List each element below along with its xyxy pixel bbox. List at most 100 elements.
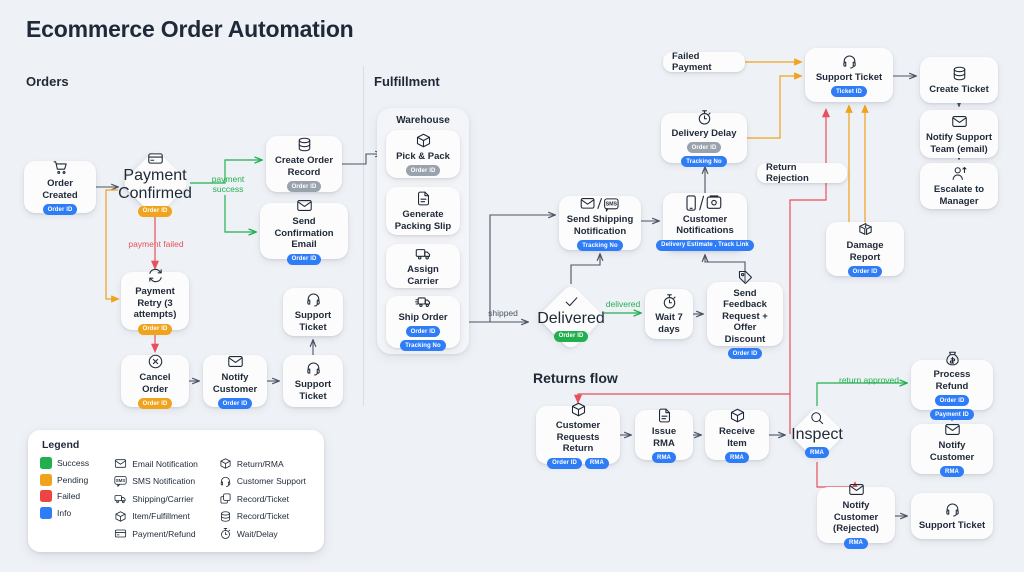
money-bag-icon xyxy=(944,350,961,367)
copy-icon xyxy=(219,492,232,505)
node-create-order-record-badge-0: Order ID xyxy=(286,181,322,192)
node-send-confirmation-email-label: Send Confirmation Email xyxy=(274,216,334,251)
node-wait-7-days-label: Wait 7 days xyxy=(655,312,683,335)
node-pick-and-pack-badges: Order ID xyxy=(405,165,441,177)
legend-status-label-2: Failed xyxy=(57,491,81,501)
node-generate-packing-slip[interactable]: Generate Packing Slip xyxy=(386,187,460,235)
node-cancel-order-badges: Order ID xyxy=(137,398,173,409)
document-icon xyxy=(656,407,673,424)
legend-item-icons_col2-0: Email Notification xyxy=(114,457,211,470)
legend-status-label-1: Pending xyxy=(57,474,89,485)
envelope-icon xyxy=(227,353,244,370)
node-payment-retry-badges: Order ID xyxy=(137,323,173,335)
warehouse-group-title: Warehouse xyxy=(396,115,450,126)
node-process-refund-label: Process Refund xyxy=(933,369,971,392)
node-assign-carrier[interactable]: Assign Carrier xyxy=(386,244,460,288)
node-escalate-to-manager[interactable]: Escalate to Manager xyxy=(920,163,998,209)
node-cancel-order-label: Cancel Order xyxy=(139,372,171,395)
pill-failed-payment-pill[interactable]: Failed Payment xyxy=(663,51,745,73)
node-create-ticket[interactable]: Create Ticket xyxy=(920,57,998,103)
node-support-ticket-cancel[interactable]: Support Ticket xyxy=(283,355,343,407)
truck-fast-icon xyxy=(414,293,432,310)
legend-status-label-0: Success xyxy=(57,458,90,468)
decision-inspect[interactable] xyxy=(788,405,846,463)
node-notify-support-team[interactable]: Notify Support Team (email) xyxy=(920,110,998,158)
database-icon xyxy=(951,65,968,82)
node-support-ticket-main-badges: Ticket ID xyxy=(831,86,867,98)
node-damage-report-badges: Order ID xyxy=(847,266,883,277)
box-icon xyxy=(729,407,746,424)
node-send-feedback-request-badges: Order ID xyxy=(727,348,763,360)
legend-item-icons_col3-4: Wait/Delay xyxy=(219,527,312,540)
node-send-shipping-notification-label: Send Shipping Notification xyxy=(566,214,634,237)
decision-payment-confirmed[interactable] xyxy=(120,148,190,218)
edge-label-payment-failed-label: payment failed xyxy=(128,239,184,249)
headset-icon xyxy=(219,475,232,488)
pill-return-rejection-pill[interactable]: Return Rejection xyxy=(757,162,847,184)
node-send-shipping-notification-badges: Tracking No xyxy=(577,240,623,251)
node-payment-retry[interactable]: Payment Retry (3 attempts) Order ID xyxy=(121,269,189,335)
box-icon xyxy=(219,457,232,470)
truck-icon xyxy=(114,492,127,505)
edge-label-shipped-label: shipped xyxy=(488,308,518,318)
node-support-ticket-upper-left[interactable]: Support Ticket xyxy=(283,288,343,336)
legend-item-label-icons_col3-1: Customer Support xyxy=(236,476,306,486)
node-create-order-record-label: Create Order Record xyxy=(274,155,334,178)
envelope-icon xyxy=(951,113,968,130)
decision-delivered[interactable] xyxy=(537,283,605,351)
envelope-icon xyxy=(848,481,865,498)
box-icon xyxy=(415,132,432,149)
legend-item-label-icons_col3-2: Record/Ticket xyxy=(236,493,290,504)
legend-item-icons_col2-3: Item/Fulfillment xyxy=(114,510,211,523)
legend-status-2: Failed xyxy=(40,490,106,502)
node-payment-retry-label: Payment Retry (3 attempts) xyxy=(133,286,177,321)
node-order-created-badges: Order ID xyxy=(42,204,78,215)
edge-label-return-approved-label: return approved xyxy=(838,375,899,385)
node-customer-requests-return-badge-1: RMA xyxy=(584,457,609,469)
legend-item-icons_col3-0: Return/RMA xyxy=(219,457,312,470)
lane-divider xyxy=(363,66,364,406)
node-notify-customer-rejected[interactable]: Notify Customer (Rejected)RMA xyxy=(817,484,895,549)
sms-icon: SMS xyxy=(114,475,127,488)
tag-icon xyxy=(737,269,754,286)
legend-item-label-icons_col2-2: Shipping/Carrier xyxy=(132,493,194,504)
legend-swatch-0 xyxy=(40,457,52,469)
legend-status-label-3: Info xyxy=(57,507,72,518)
headset-icon xyxy=(305,291,322,308)
node-customer-requests-return-badge-0: Order ID xyxy=(547,457,582,469)
node-send-confirmation-email-badge-0: Order ID xyxy=(286,253,322,265)
node-support-ticket-returns[interactable]: Support Ticket xyxy=(911,493,993,539)
node-notify-support-team-label: Notify Support Team (email) xyxy=(926,132,992,155)
lane-title-fulfillment: Fulfillment xyxy=(374,74,440,89)
lane-title-orders: Orders xyxy=(26,74,69,89)
headset-icon xyxy=(305,360,322,377)
node-customer-notifications-badge-0: Delivery Estimate , Track Link xyxy=(656,239,754,251)
node-issue-rma-badges: RMA xyxy=(652,452,676,463)
node-wait-7-days[interactable]: Wait 7 days xyxy=(645,289,693,339)
stopwatch-icon xyxy=(219,527,232,540)
